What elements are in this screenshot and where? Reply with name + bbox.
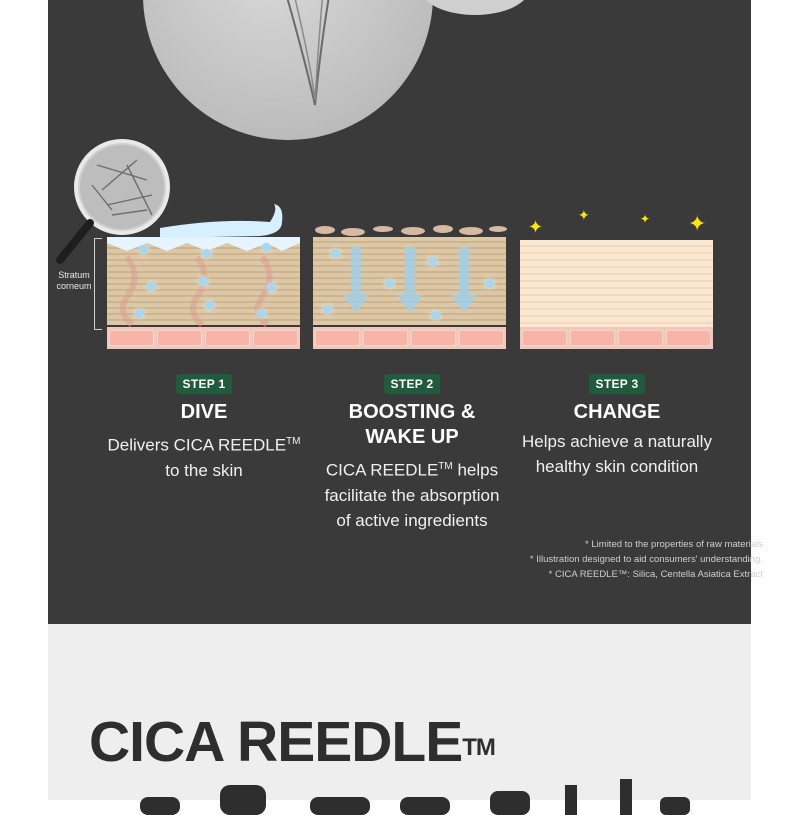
skin-layers [520, 240, 713, 328]
stratum-label-line1: Stratum [58, 270, 90, 280]
step-title-line: BOOSTING & [348, 401, 476, 423]
skin-cells [520, 327, 713, 349]
ingredient-drop [135, 309, 144, 318]
step-desc-line: of active ingredients [336, 510, 488, 530]
skin-cells [313, 327, 506, 349]
stratum-bracket [94, 238, 102, 330]
step-desc-line: facilitate the absorption [324, 485, 500, 505]
ingredient-drop [428, 257, 437, 266]
step-desc-line: to the skin [165, 460, 243, 480]
step-desc-line: Delivers CICA REEDLE [107, 435, 287, 455]
sparkle-icon: ✦ [528, 217, 544, 237]
stratum-corneum-label: Stratum corneum [50, 270, 98, 292]
step-title: BOOSTING & WAKE UP [309, 400, 515, 450]
magnifier-icon [56, 139, 170, 264]
light-section [48, 624, 751, 800]
disclaimer-note: * Illustration designed to aid consumers… [529, 554, 763, 565]
disclaimer-notes: * Limited to the properties of raw mater… [530, 537, 763, 582]
step-desc-line: CICA REEDLE [325, 460, 439, 480]
ingredient-drop [262, 243, 271, 252]
step-title: CHANGE [573, 401, 661, 423]
disclaimer-note: * CICA REEDLE™: Silica, Centella Asiatic… [548, 569, 763, 580]
step-2: STEP 2 BOOSTING & WAKE UP CICA REEDLETM … [309, 374, 515, 533]
headline-text: CICA REEDLE [89, 710, 463, 774]
trademark-mark: TM [438, 461, 453, 472]
ingredient-drop [257, 309, 266, 318]
step-desc-line: Helps achieve a naturally [522, 432, 712, 451]
ingredient-drop [205, 301, 214, 310]
disclaimer-note: * Limited to the properties of raw mater… [585, 539, 763, 550]
step-description: Helps achieve a naturally healthy skin c… [514, 429, 720, 479]
headline: CICA REEDLETM [89, 710, 496, 774]
product-image-edge [420, 0, 530, 15]
ingredient-drop [267, 283, 276, 292]
absorption-arrows [343, 247, 477, 313]
step-3: STEP 3 CHANGE Helps achieve a naturally … [514, 374, 720, 479]
sparkle-icon: ✦ [640, 212, 651, 226]
ingredient-drop [323, 305, 332, 314]
skin-illustration-step2 [313, 237, 506, 349]
trademark-mark: TM [286, 436, 301, 447]
step-description: CICA REEDLETM helps facilitate the absor… [309, 454, 515, 533]
ingredient-drop [485, 279, 494, 288]
ingredient-drop [147, 282, 156, 291]
cropped-headline-text [140, 779, 690, 815]
ingredient-drop [431, 311, 440, 320]
ingredient-drop [385, 279, 394, 288]
stratum-label-line2: corneum [56, 281, 92, 291]
step-desc-line: healthy skin condition [535, 457, 699, 476]
skin-flakes [315, 225, 507, 236]
step-title: DIVE [180, 401, 228, 423]
skin-illustration-step1 [107, 237, 300, 349]
skin-illustration-step3 [520, 240, 713, 349]
step-description: Delivers CICA REEDLETM to the skin [101, 429, 307, 483]
ingredient-drop [199, 277, 208, 286]
needle-illustration [286, 0, 330, 106]
step-1: STEP 1 DIVE Delivers CICA REEDLETM to th… [101, 374, 307, 483]
skin-overlay-step1 [107, 237, 300, 327]
skin-cells [107, 327, 300, 349]
ingredient-drop [139, 245, 148, 254]
step-badge: STEP 2 [383, 374, 441, 394]
step-badge: STEP 3 [588, 374, 646, 394]
ingredient-drop [202, 249, 211, 258]
cream-drop-illustration [160, 204, 283, 238]
sparkle-icon: ✦ [578, 207, 590, 223]
step-badge: STEP 1 [175, 374, 233, 394]
sparkle-icon: ✦ [688, 211, 707, 236]
step-title-line: WAKE UP [365, 426, 459, 448]
trademark-mark: TM [462, 734, 496, 761]
ingredient-drop [331, 249, 340, 258]
step-desc-line: helps [452, 460, 499, 480]
